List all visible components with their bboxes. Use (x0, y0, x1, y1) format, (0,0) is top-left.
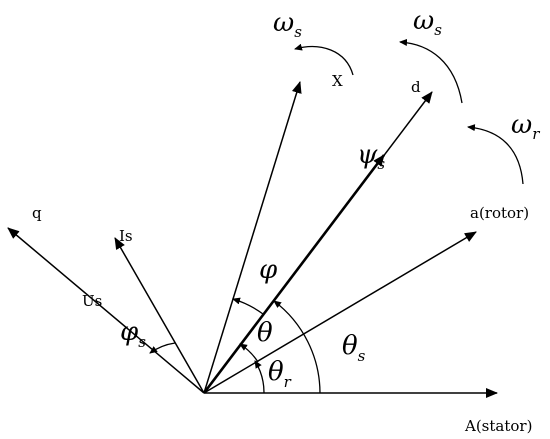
current-vector (114, 237, 205, 394)
q-axis-label: q (32, 204, 42, 222)
rotor-axis-label: a(rotor) (470, 204, 529, 222)
theta-s-label: θs (342, 331, 366, 365)
omega-s-left-label: ωs (273, 8, 302, 41)
theta-s-arc (273, 300, 321, 394)
phi-s-arc (149, 342, 176, 354)
omega-s-right-rotation-arrow (399, 38, 463, 104)
x-axis-label: X (332, 72, 343, 90)
omega-s-right-label: ωs (413, 6, 442, 39)
phi-label: φ (259, 255, 278, 285)
phi-arc (232, 297, 264, 315)
flux-label: ψs (357, 140, 385, 173)
omega-s-left-rotation-arrow (294, 43, 354, 76)
current-label: Is (119, 227, 133, 245)
x-axis-vector (203, 81, 302, 394)
flux-vector (202, 154, 386, 394)
d-axis-label: d (411, 78, 421, 96)
theta-label: θ (257, 318, 273, 348)
phi-s-label: φs (120, 317, 146, 351)
omega-r-rotation-arrow (467, 124, 524, 185)
q-axis-vector (7, 227, 205, 394)
omega-r-label: ωr (511, 110, 540, 143)
theta-r-label: θr (268, 357, 292, 391)
theta-r-arc (254, 360, 265, 394)
rotor-axis-vector (203, 231, 477, 394)
stator-axis-label: A(stator) (464, 417, 532, 435)
theta-arc (239, 343, 259, 363)
voltage-label: Us (82, 292, 102, 310)
